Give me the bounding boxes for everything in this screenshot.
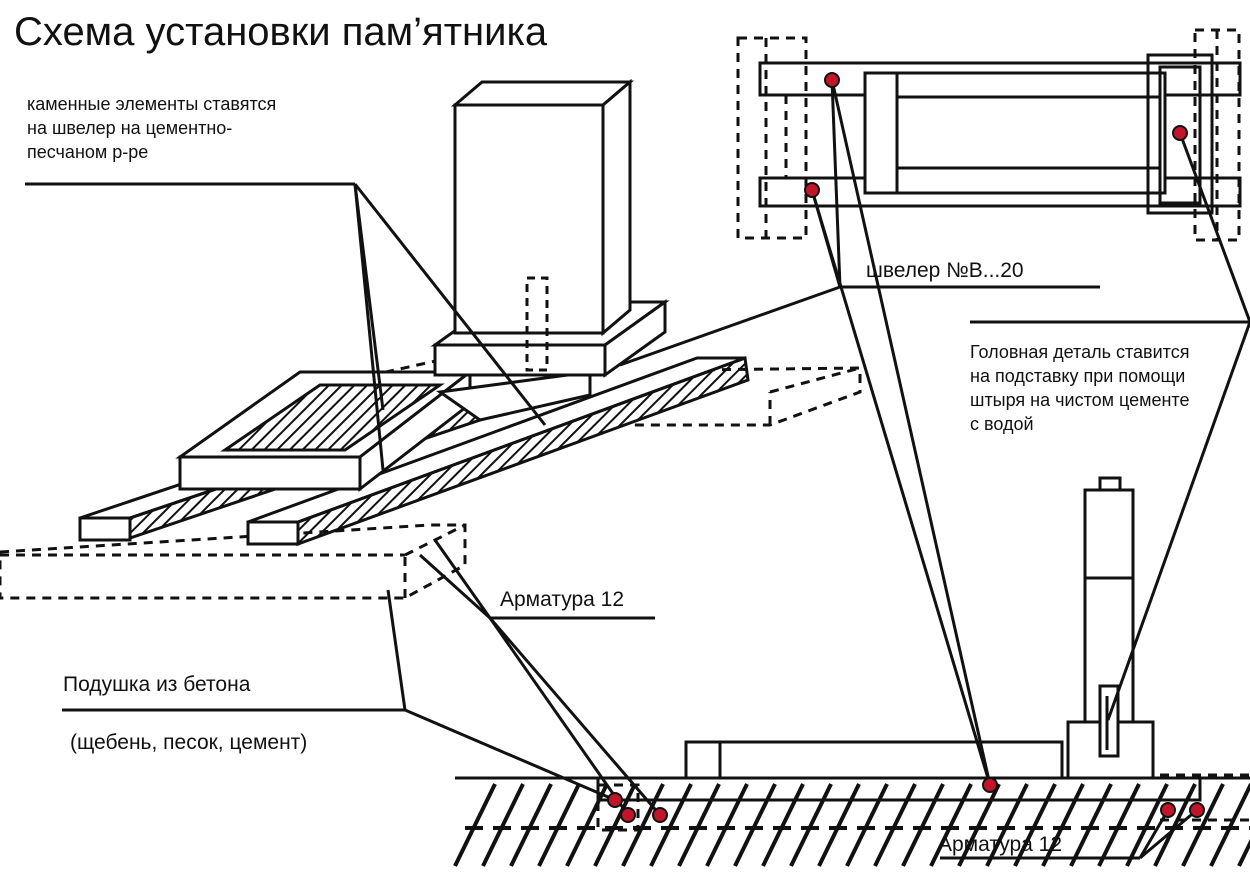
ground-hatching [453,783,1250,867]
label-stone-elements: каменные элементы ставятся на швелер на … [27,94,277,162]
ground-hatch-line [621,783,665,867]
ground-hatch-line [929,783,973,867]
rebar-dot [824,72,840,88]
ground-hatch-line [1125,783,1169,867]
ground-hatch-line [1041,783,1085,867]
ground-hatch-line [705,783,749,867]
ground-hatch-line [845,783,889,867]
label-cushion: Подушка из бетона [63,673,251,696]
ground-hatch-line [901,783,945,867]
ground-hatch-line [453,783,497,867]
rebar-dot [1160,802,1176,818]
ground-hatch-line [481,783,525,867]
ground-hatch-line [957,783,1001,867]
ground-hatch-line [1013,783,1057,867]
rebar-dot [1172,125,1188,141]
ground-hatch-line [649,783,693,867]
label-channel: швелер №В...20 [866,259,1024,282]
rebar-dot [620,807,636,823]
ground-hatch-line [565,783,609,867]
ground-hatch-line [593,783,637,867]
label-rebar-top: Арматура 12 [500,588,625,611]
ground-hatch-line [677,783,721,867]
back-pad-outline [303,358,862,427]
ground-hatch-line [761,783,805,867]
rebar-dot [982,777,998,793]
flower-bed-frame [175,368,592,493]
rebar-dot [607,792,623,808]
rebar-markers [607,72,1205,823]
plan-view [736,28,1242,242]
rebar-dot [652,807,668,823]
ground-hatch-line [1181,783,1225,867]
diagram-title: Схема установки пам’ятника [14,10,548,54]
ground-hatch-line [733,783,777,867]
ground-hatch-line [985,783,1029,867]
ground-hatch-line [873,783,917,867]
monument [430,78,670,378]
ground-hatch-line [1069,783,1113,867]
label-head-detail: Головная деталь ставится на подставку пр… [970,342,1190,434]
rebar-dot [804,182,820,198]
section-view [455,476,1250,802]
ground-hatch-line [789,783,833,867]
ground-hatch-line [509,783,553,867]
ground-hatch-line [1097,783,1141,867]
ground-hatch-line [1209,783,1250,867]
rebar-dot [1189,802,1205,818]
ground-hatch-line [1153,783,1197,867]
ground-hatch-line [817,783,861,867]
label-cushion-composition: (щебень, песок, цемент) [70,731,308,754]
leader-lines [25,79,1250,860]
label-rebar-bottom: Арматура 12 [938,833,1063,856]
ground-hatch-line [1237,838,1250,867]
ground-hatch-line [537,783,581,867]
concrete-cushion-slab [0,523,467,600]
